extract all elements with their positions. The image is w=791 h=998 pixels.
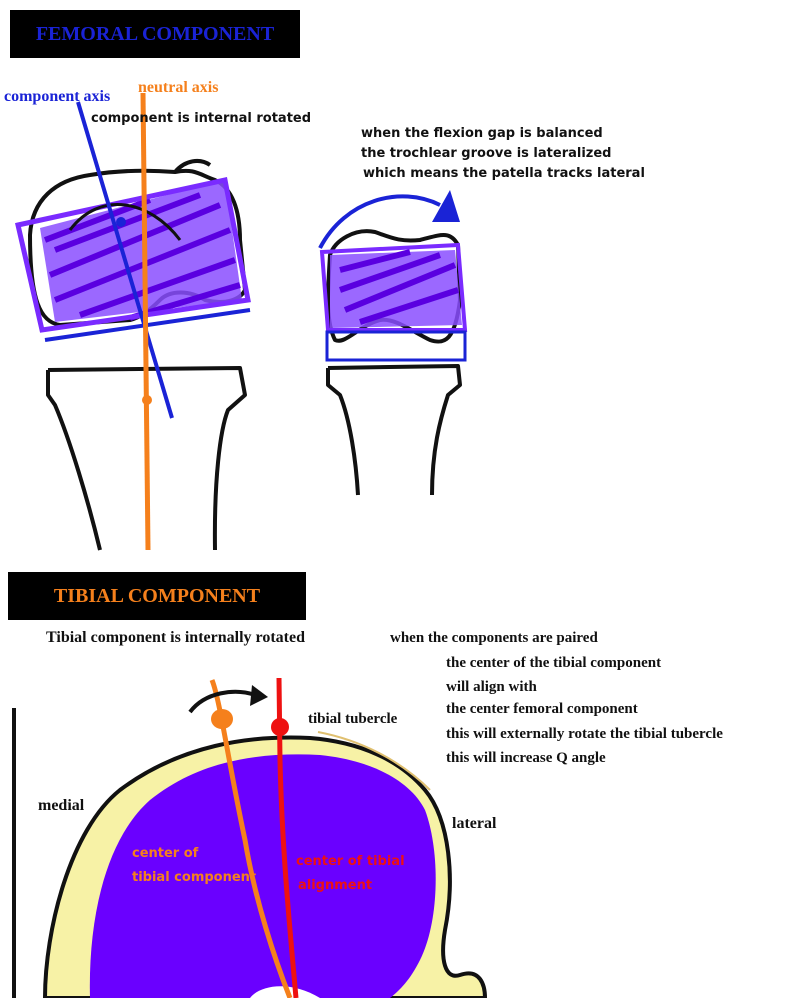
- tibial-component-dot: [211, 709, 233, 729]
- flexion-note-3: which means the patella tracks lateral: [363, 166, 645, 181]
- tibial-note-6: this will increase Q angle: [446, 750, 606, 766]
- left-femoral-component: [14, 177, 251, 333]
- center-alignment-label-1: center of tibial: [296, 854, 405, 869]
- center-component-label-2: tibial component: [132, 870, 257, 885]
- component-axis-label: component axis: [4, 88, 111, 105]
- flexion-note-2: the trochlear groove is lateralized: [361, 146, 612, 161]
- right-tibia-outline: [326, 364, 462, 496]
- right-femoral-component: [319, 242, 468, 332]
- tibial-tubercle-dot: [271, 718, 289, 736]
- rotation-arc: [318, 194, 441, 249]
- tibial-alignment-center-line: [276, 677, 299, 998]
- medial-label: medial: [38, 797, 85, 814]
- lateral-label: lateral: [452, 815, 497, 832]
- flexion-note-1: when the flexion gap is balanced: [361, 126, 603, 141]
- external-rotation-arrowhead: [250, 685, 268, 706]
- external-rotation-arrow: [188, 689, 256, 714]
- internal-rotation-note: component is internal rotated: [91, 111, 312, 126]
- tibial-note-1: when the components are paired: [390, 630, 598, 646]
- tibial-note-3: will align with: [446, 679, 537, 695]
- center-alignment-label-2: alignment: [298, 878, 373, 893]
- neutral-axis-line: [140, 92, 151, 551]
- flexion-gap-box: [325, 330, 467, 362]
- neutral-axis-dot: [142, 395, 152, 405]
- tibial-note-2: the center of the tibial component: [446, 655, 662, 671]
- center-component-label-1: center of: [132, 846, 199, 861]
- rotation-arrowhead: [432, 190, 460, 222]
- neutral-axis-label: neutral axis: [138, 79, 219, 96]
- tibial-heading: Tibial component is internally rotated: [46, 629, 305, 646]
- tibial-note-5: this will externally rotate the tibial t…: [446, 726, 723, 742]
- tibial-component-banner: TIBIAL COMPONENT: [8, 572, 306, 620]
- femoral-component-banner: FEMORAL COMPONENT: [10, 10, 300, 58]
- tibial-plateau: [42, 731, 488, 998]
- component-axis-line: [76, 101, 174, 419]
- tibial-note-4: the center femoral component: [446, 701, 638, 717]
- right-femur-outline: [326, 229, 462, 344]
- component-axis-dot: [116, 217, 126, 227]
- left-tibia-outline: [46, 366, 247, 551]
- tibial-tubercle-label: tibial tubercle: [308, 711, 398, 727]
